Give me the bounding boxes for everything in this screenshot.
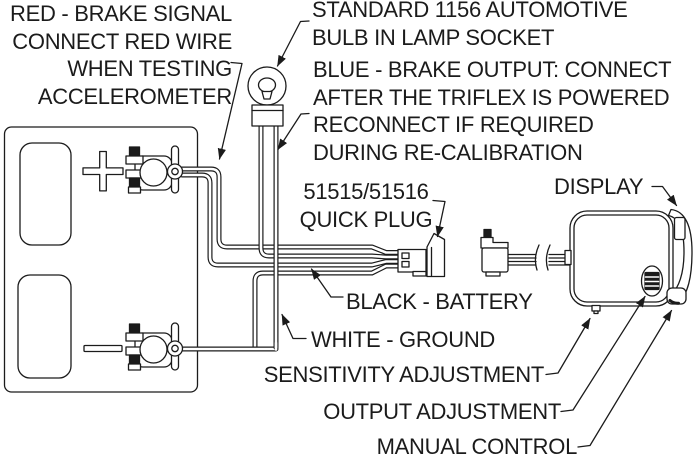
sensitivity-leader <box>545 317 591 376</box>
output-leader <box>560 295 646 413</box>
red-note-leader <box>217 61 243 160</box>
positive-battery-clamp <box>125 145 184 194</box>
minus-symbol <box>83 344 123 353</box>
blue-note-leader <box>277 112 310 151</box>
display-leader <box>651 185 678 207</box>
red-brake-signal-note: RED - BRAKE SIGNAL CONNECT RED WIRE WHEN… <box>10 1 232 109</box>
manual-control-lever <box>666 287 687 305</box>
quick-plug <box>397 232 446 278</box>
negative-battery-clamp <box>125 322 184 371</box>
controller-connector <box>480 228 572 277</box>
battery <box>3 126 199 393</box>
lamp-bulb <box>247 66 287 127</box>
wire-entry-stub <box>564 249 572 266</box>
wire-break-symbol <box>534 244 551 271</box>
lamp-socket <box>251 104 284 127</box>
quick-plug-label: 51515/51516 QUICK PLUG <box>299 179 433 232</box>
white-ground-wire <box>180 263 402 352</box>
quick-plug-leader <box>432 199 446 238</box>
blue-brake-output-note: BLUE - BRAKE OUTPUT: CONNECT AFTER THE T… <box>313 57 672 165</box>
white-ground-leader <box>281 313 307 340</box>
red-brake-signal-wire <box>179 166 402 255</box>
sensitivity-adjustment-screw <box>591 304 601 315</box>
blue-brake-output-wire <box>258 123 402 260</box>
black-battery-wire <box>179 172 402 268</box>
black-battery-leader <box>310 268 344 298</box>
plus-symbol <box>82 150 124 192</box>
sensitivity-adjustment-label: SENSITIVITY ADJUSTMENT <box>263 362 545 387</box>
display-label: DISPLAY <box>554 174 644 199</box>
black-battery-label: BLACK - BATTERY <box>346 289 533 314</box>
wiring-harness <box>179 123 402 352</box>
bulb-note-leader <box>276 20 310 67</box>
leader-arrows <box>217 20 678 448</box>
output-adjustment-label: OUTPUT ADJUSTMENT <box>323 399 561 424</box>
white-ground-label: WHITE - GROUND <box>311 327 496 352</box>
output-adjustment-wheel <box>640 265 664 297</box>
bulb-note: STANDARD 1156 AUTOMOTIVE BULB IN LAMP SO… <box>312 0 628 50</box>
brake-controller <box>564 208 693 315</box>
manual-control-label: MANUAL CONTROL <box>376 434 578 459</box>
manual-control-leader <box>577 309 673 448</box>
